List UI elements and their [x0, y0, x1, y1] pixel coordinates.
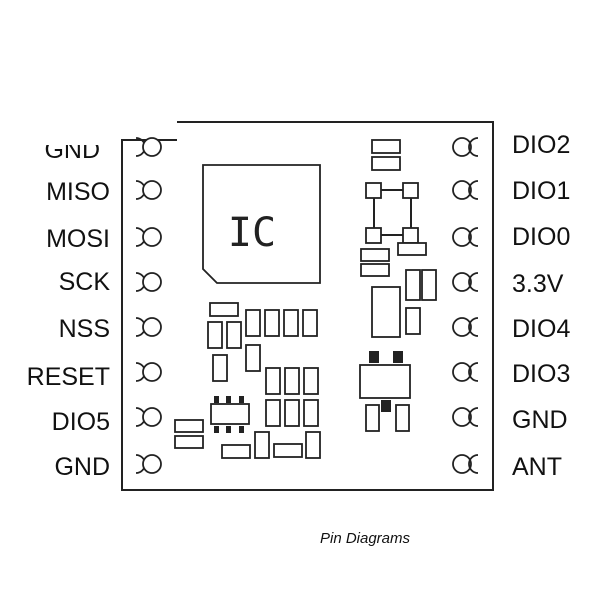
right-pin-pad-8	[452, 454, 479, 474]
pin-label-left-3: MOSI	[46, 225, 110, 253]
passive-components-right	[360, 139, 437, 432]
right-pin-pad-5	[452, 317, 479, 337]
pin-label-right-7: GND	[512, 406, 568, 434]
pin-label-left-5: NSS	[59, 315, 110, 343]
left-pin-labels: GND MISO MOSI SCK NSS RESET DIO5 GND	[27, 136, 111, 481]
right-pin-pad-7	[452, 407, 479, 427]
pin-label-right-6: DIO3	[512, 360, 570, 388]
pin-label-right-5: DIO4	[512, 315, 570, 343]
left-pin-pad-6	[135, 362, 162, 382]
left-pin-pad-4	[135, 272, 162, 292]
transistor-right	[359, 351, 411, 412]
pin-label-right-2: DIO1	[512, 177, 570, 205]
small-ic-left	[210, 396, 250, 433]
pin-label-left-7: DIO5	[52, 408, 110, 436]
label-cutoff-mask	[0, 120, 118, 145]
pin-label-right-8: ANT	[512, 453, 562, 481]
pin-label-left-8: GND	[54, 453, 110, 481]
left-pin-pad-1	[135, 137, 162, 157]
right-pin-labels: DIO2 DIO1 DIO0 3.3V DIO4 DIO3 GND ANT	[512, 131, 570, 481]
diagram-caption: Pin Diagrams	[319, 530, 411, 547]
pin-label-right-4: 3.3V	[512, 270, 564, 298]
pin-label-right-1: DIO2	[512, 131, 570, 159]
left-pin-pad-3	[135, 227, 162, 247]
module-board	[121, 121, 494, 491]
right-pin-pad-3	[452, 227, 479, 247]
pin-label-left-4: SCK	[59, 268, 111, 296]
left-pin-pad-8	[135, 454, 162, 474]
passive-components-left	[174, 302, 321, 459]
right-pin-pad-2	[452, 180, 479, 200]
pin-label-left-6: RESET	[27, 363, 110, 391]
left-pin-pad-5	[135, 317, 162, 337]
right-pin-pad-6	[452, 362, 479, 382]
left-pin-pad-7	[135, 407, 162, 427]
left-pin-pad-2	[135, 180, 162, 200]
right-pin-pad-1	[452, 137, 479, 157]
ic-label: IC	[228, 210, 276, 256]
pin-label-right-3: DIO0	[512, 223, 570, 251]
pin-label-left-2: MISO	[46, 178, 110, 206]
left-pin-pads	[135, 137, 162, 474]
ic-chip: IC	[202, 164, 321, 284]
right-pin-pads	[452, 137, 479, 474]
right-pin-pad-4	[452, 272, 479, 292]
